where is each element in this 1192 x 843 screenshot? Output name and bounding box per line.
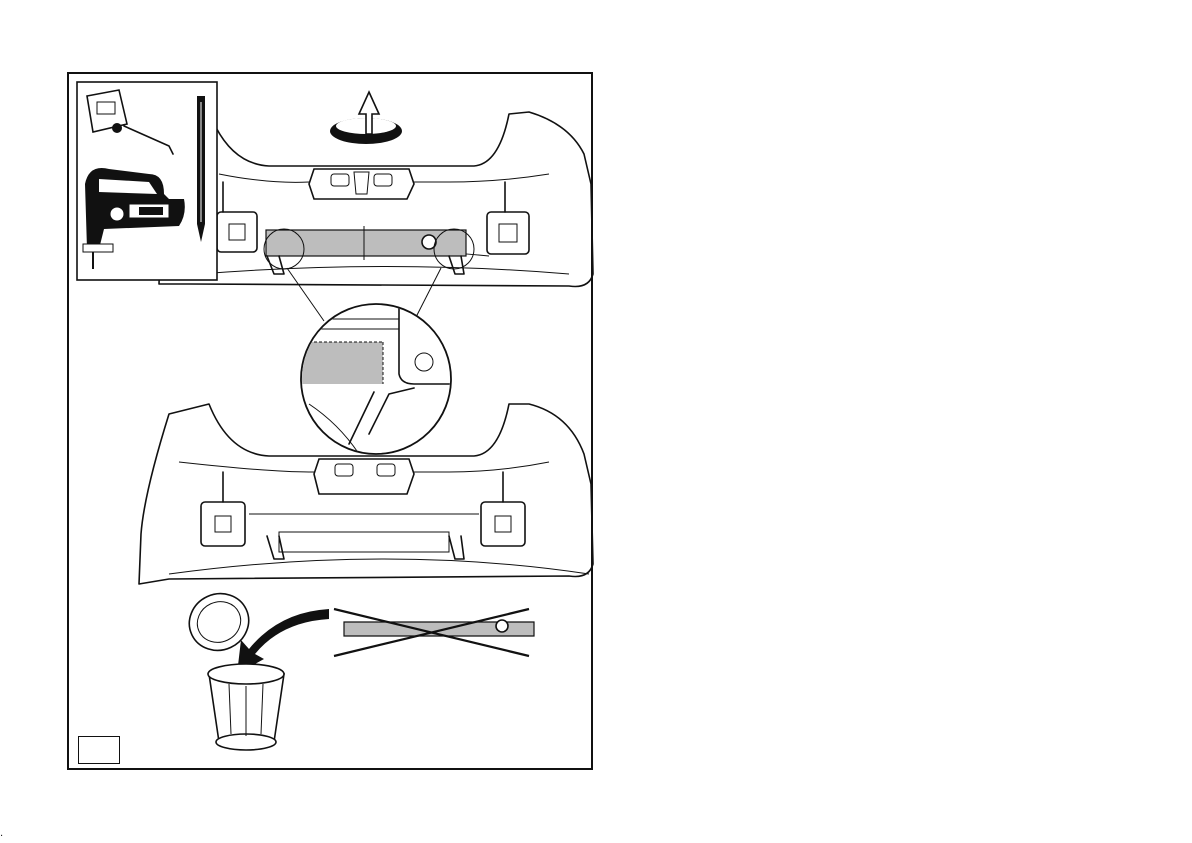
detail-zoom	[287, 268, 459, 454]
instruction-drawing	[69, 74, 595, 772]
removed-crossmember	[334, 609, 534, 656]
step-number-box	[78, 736, 120, 764]
corner-mark: .	[0, 828, 3, 839]
tools-inset	[77, 82, 217, 280]
instruction-panel	[67, 72, 593, 770]
trash-bin-icon	[180, 584, 284, 750]
rotate-arrow-icon	[330, 92, 402, 144]
pencil-icon	[197, 96, 205, 242]
